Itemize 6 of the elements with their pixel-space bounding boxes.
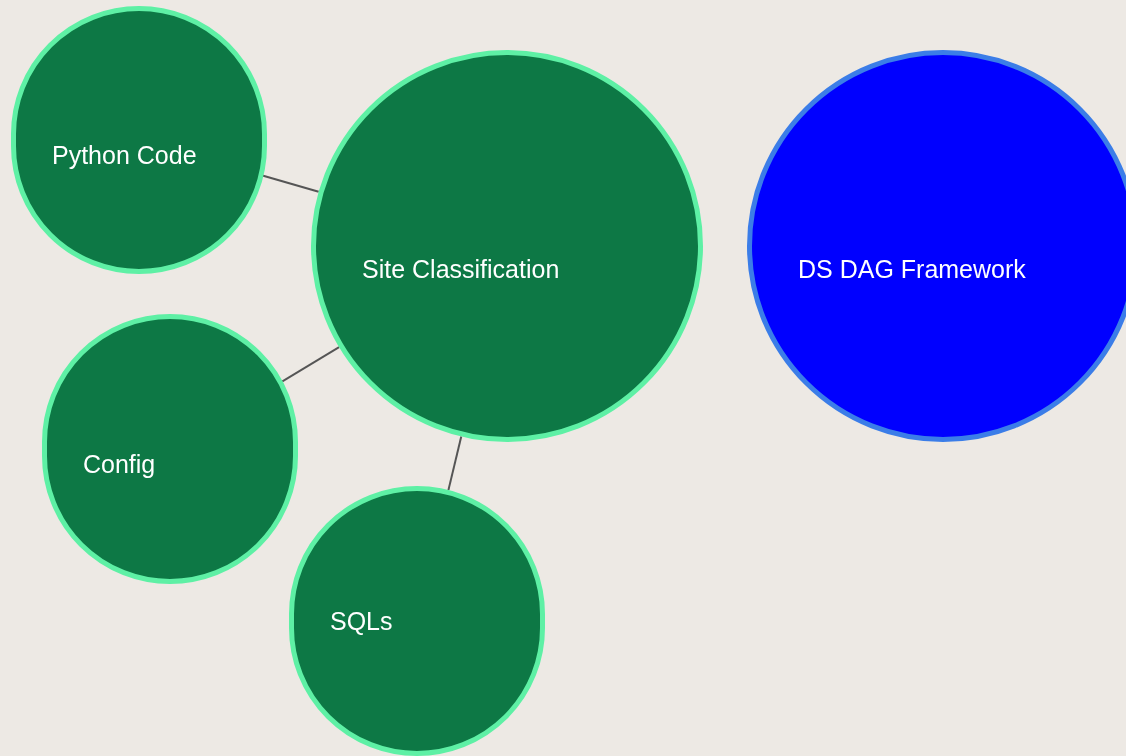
connector-line <box>280 346 341 384</box>
node-label: DS DAG Framework <box>798 254 1026 284</box>
node-label: Python Code <box>52 140 197 170</box>
node-label: Config <box>83 449 156 479</box>
node-label: Site Classification <box>362 254 560 284</box>
node-label: SQLs <box>330 606 393 636</box>
